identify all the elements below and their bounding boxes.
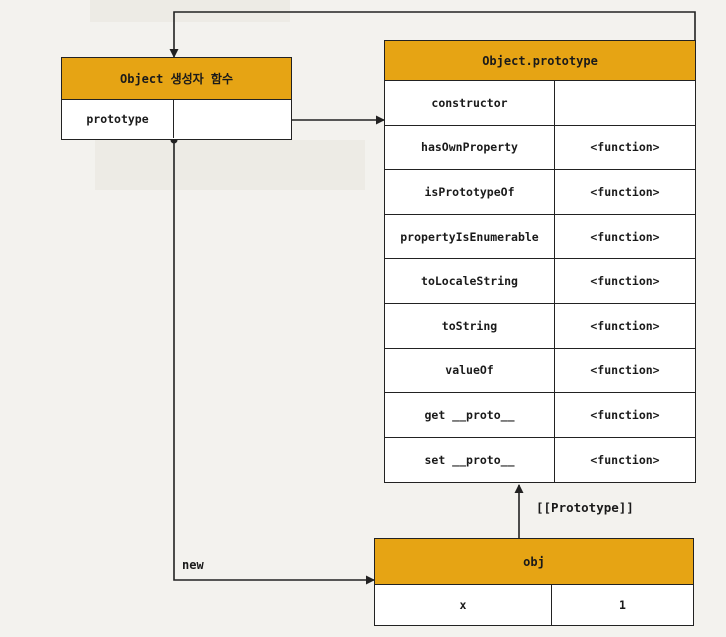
property-key-get-proto: get __proto__ xyxy=(385,393,555,437)
property-value-hasownproperty: <function> xyxy=(590,140,660,155)
table-row: set __proto__ <function> xyxy=(385,437,695,483)
property-value-constructor xyxy=(555,81,695,125)
table-row: isPrototypeOf <function> xyxy=(385,170,695,215)
object-prototype-title: Object.prototype xyxy=(385,41,695,81)
new-label: new xyxy=(182,558,204,572)
table-row: get __proto__ <function> xyxy=(385,393,695,438)
property-key-set-proto: set __proto__ xyxy=(385,437,555,483)
property-key-valueof: valueOf xyxy=(385,348,555,393)
property-value-tolocalestring: <function> xyxy=(590,274,660,289)
new-arrow xyxy=(173,140,375,585)
property-value-isprototypeof: <function> xyxy=(590,184,660,199)
property-key-tolocalestring: toLocaleString xyxy=(385,259,555,303)
object-constructor-box: Object 생성자 함수 prototype xyxy=(61,57,292,140)
property-key-tostring: toString xyxy=(385,303,555,348)
property-value-set-proto: <function> xyxy=(590,453,660,468)
property-key-hasownproperty: hasOwnProperty xyxy=(385,125,555,170)
property-value-propertyisenumerable: <function> xyxy=(590,229,660,244)
table-row: prototype xyxy=(62,100,291,138)
obj-box: obj x 1 xyxy=(374,538,694,626)
table-row: x 1 xyxy=(375,585,693,625)
table-row: valueOf <function> xyxy=(385,348,695,394)
property-value-tostring: <function> xyxy=(590,318,660,333)
property-key-isprototypeof: isPrototypeOf xyxy=(385,170,555,214)
prototype-key: prototype xyxy=(62,100,174,138)
table-row: toLocaleString <function> xyxy=(385,259,695,304)
property-key-constructor: constructor xyxy=(385,81,555,125)
table-row: hasOwnProperty <function> xyxy=(385,125,695,171)
background-ghost-top xyxy=(90,0,290,22)
table-row: propertyIsEnumerable <function> xyxy=(385,214,695,260)
property-value-get-proto: <function> xyxy=(590,407,660,422)
background-ghost-mid xyxy=(95,140,365,190)
prototype-value xyxy=(174,100,291,138)
table-row: constructor xyxy=(385,81,695,126)
property-value-valueof: <function> xyxy=(590,363,660,378)
object-constructor-title: Object 생성자 함수 xyxy=(62,58,291,100)
obj-title: obj xyxy=(375,539,693,585)
obj-key-x: x xyxy=(375,585,552,625)
property-key-propertyisenumerable: propertyIsEnumerable xyxy=(385,214,555,259)
prototype-link-label: [[Prototype]] xyxy=(536,500,634,515)
obj-value-x: 1 xyxy=(619,598,626,612)
table-row: toString <function> xyxy=(385,303,695,349)
